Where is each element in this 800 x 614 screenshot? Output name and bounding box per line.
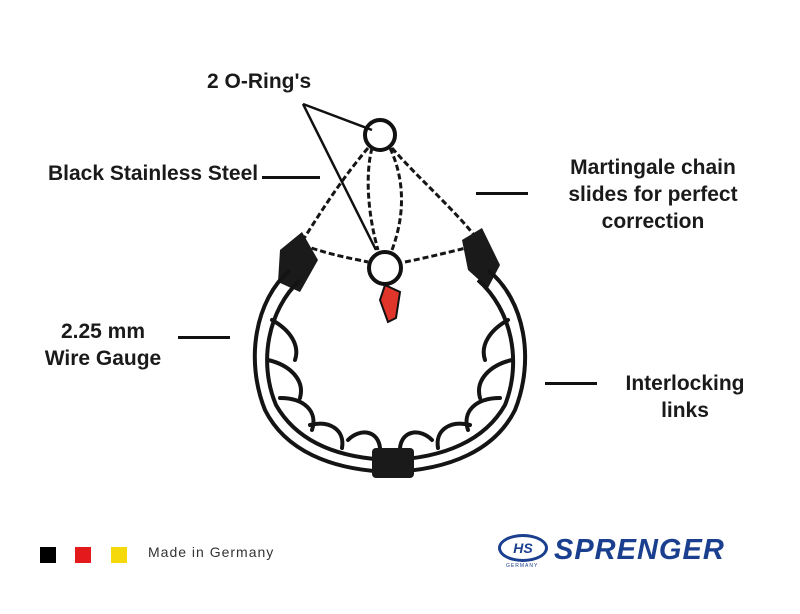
label-interlocking-line2: links xyxy=(661,399,709,422)
o-ring-pointer-lines xyxy=(301,102,378,251)
left-chain-plate xyxy=(278,232,318,292)
bottom-connector-plate xyxy=(372,448,414,478)
label-wire-gauge: 2.25 mm Wire Gauge xyxy=(38,318,168,372)
right-chain-plate xyxy=(462,228,500,288)
label-martingale: Martingale chain slides for perfect corr… xyxy=(548,154,758,235)
lower-o-ring xyxy=(367,250,403,286)
leader-gauge xyxy=(178,336,230,339)
brand-name: SPRENGER xyxy=(554,534,725,566)
label-martingale-line2: slides for perfect xyxy=(568,183,738,206)
label-martingale-line3: correction xyxy=(601,210,705,233)
prongs xyxy=(266,318,514,450)
flag-square-black xyxy=(40,547,56,563)
label-interlocking: Interlocking links xyxy=(610,370,760,424)
label-interlocking-line1: Interlocking xyxy=(625,372,745,395)
flag-square-yellow xyxy=(111,547,127,563)
hs-badge: HS xyxy=(498,534,548,562)
flag-square-red xyxy=(75,547,91,563)
leader-steel xyxy=(262,176,320,179)
sprenger-logo: HS GERMANY SPRENGER xyxy=(498,530,768,570)
top-o-ring xyxy=(363,118,397,152)
hs-badge-subtext: GERMANY xyxy=(506,563,539,569)
label-wire-gauge-line1: 2.25 mm xyxy=(60,320,146,343)
made-in-germany-text: Made in Germany xyxy=(148,544,275,560)
leader-interlocking xyxy=(545,382,597,385)
label-martingale-line1: Martingale chain xyxy=(570,156,736,179)
label-black-stainless-steel: Black Stainless Steel xyxy=(48,162,259,185)
label-o-rings: 2 O-Ring's xyxy=(207,70,312,93)
martingale-chain xyxy=(301,147,480,264)
red-tag xyxy=(378,283,402,324)
leader-martingale xyxy=(476,192,528,195)
label-wire-gauge-line2: Wire Gauge xyxy=(44,347,162,370)
